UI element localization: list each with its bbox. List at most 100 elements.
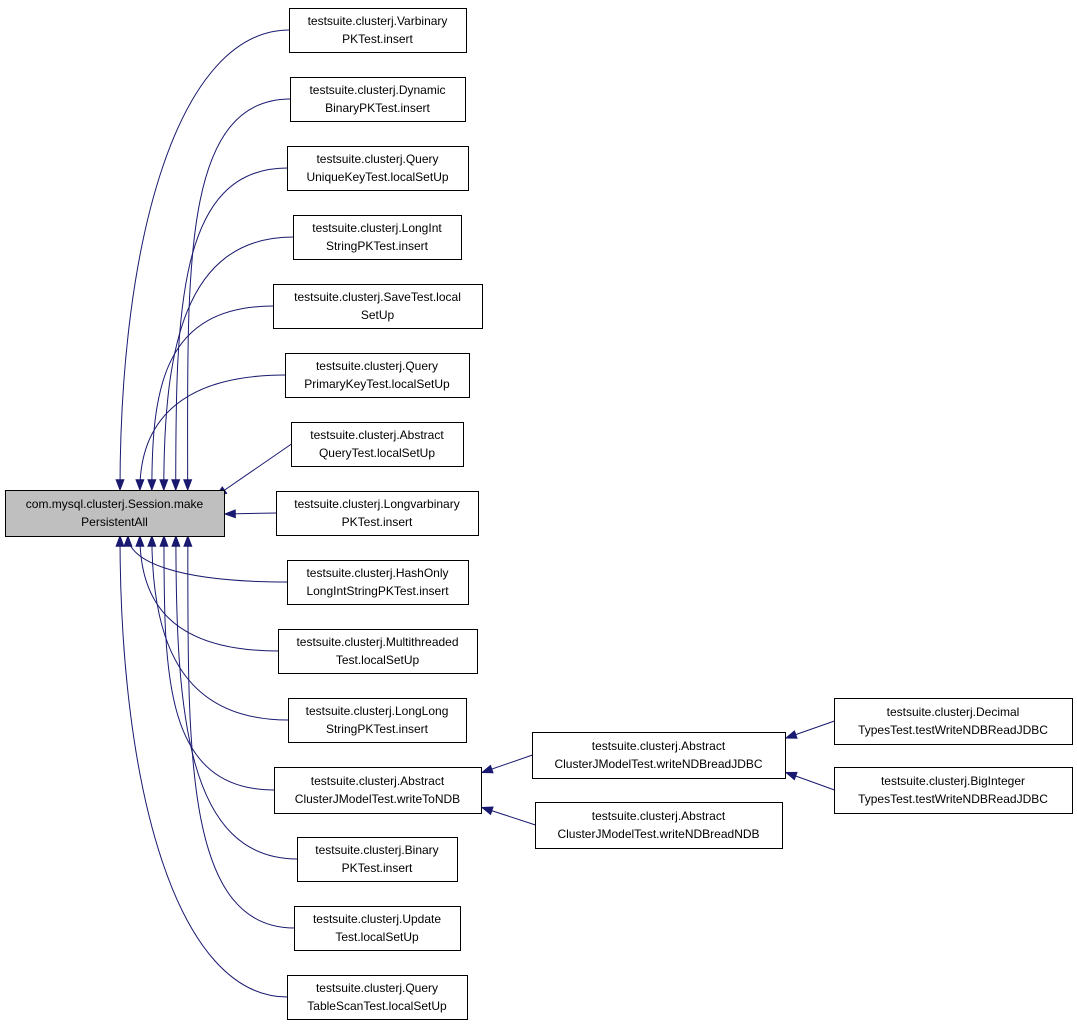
edge-n12-to-root (159, 534, 275, 791)
node-n9[interactable]: testsuite.clusterj.HashOnlyLongIntString… (287, 560, 469, 605)
edge-arrowhead (159, 479, 169, 492)
node-box (834, 698, 1073, 745)
edge-n8-to-root (223, 509, 277, 519)
edge-arrowhead (147, 534, 157, 547)
node-label-line: BinaryPKTest.insert (325, 101, 430, 115)
node-box (294, 906, 461, 951)
edge-n11-to-root (147, 534, 289, 721)
node-label-line: testsuite.clusterj.LongLong (306, 704, 449, 718)
node-n3[interactable]: testsuite.clusterj.QueryUniqueKeyTest.lo… (287, 146, 469, 191)
node-label-line: testsuite.clusterj.Abstract (592, 809, 726, 823)
node-n1[interactable]: testsuite.clusterj.VarbinaryPKTest.inser… (289, 8, 467, 53)
edge-line (215, 443, 292, 497)
node-n4[interactable]: testsuite.clusterj.LongIntStringPKTest.i… (293, 215, 462, 260)
edge-n4-to-root (159, 236, 294, 492)
node-n8[interactable]: testsuite.clusterj.LongvarbinaryPKTest.i… (276, 491, 479, 536)
edge-line (187, 98, 291, 491)
edge-n17-to-n12 (480, 806, 536, 826)
node-label-line: LongIntStringPKTest.insert (306, 584, 449, 598)
node-n2[interactable]: testsuite.clusterj.DynamicBinaryPKTest.i… (290, 77, 466, 122)
edge-arrowhead (115, 534, 125, 547)
node-label-line: SetUp (361, 308, 395, 322)
node-box (290, 77, 466, 122)
node-root[interactable]: com.mysql.clusterj.Session.makePersisten… (5, 490, 225, 537)
node-label-line: QueryTest.localSetUp (319, 446, 435, 460)
node-box (535, 802, 783, 849)
edge-n19-to-n16 (784, 771, 835, 791)
node-label-line: testsuite.clusterj.Update (313, 912, 441, 926)
node-label-line: testsuite.clusterj.Multithreaded (296, 635, 458, 649)
node-label-line: Test.localSetUp (336, 653, 420, 667)
node-label-line: PKTest.insert (342, 861, 413, 875)
node-label-line: testsuite.clusterj.Query (316, 981, 438, 995)
node-label-line: testsuite.clusterj.Abstract (592, 739, 726, 753)
node-label-line: StringPKTest.insert (326, 239, 429, 253)
node-n6[interactable]: testsuite.clusterj.QueryPrimaryKeyTest.l… (285, 353, 470, 398)
edge-line (175, 167, 288, 491)
edge-line (187, 535, 295, 929)
edge-line (151, 535, 289, 721)
node-label-line: testsuite.clusterj.Query (316, 152, 438, 166)
node-label-line: testsuite.clusterj.HashOnly (306, 566, 448, 580)
edge-arrowhead (480, 764, 494, 774)
edge-n5-to-root (147, 305, 274, 492)
node-label-line: testsuite.clusterj.Binary (315, 843, 438, 857)
edge-n6-to-root (135, 374, 286, 492)
edge-arrowhead (147, 479, 157, 492)
node-n7[interactable]: testsuite.clusterj.AbstractQueryTest.loc… (291, 422, 464, 467)
edge-arrowhead (171, 479, 181, 492)
node-n11[interactable]: testsuite.clusterj.LongLongStringPKTest.… (288, 698, 467, 743)
node-label-line: StringPKTest.insert (326, 722, 429, 736)
edge-line (119, 29, 290, 491)
edge-line (139, 535, 279, 652)
edge-line (163, 535, 275, 791)
node-label-line: Test.localSetUp (335, 930, 419, 944)
edge-n15-to-root (115, 534, 288, 998)
edge-arrowhead (135, 479, 145, 492)
node-n10[interactable]: testsuite.clusterj.MultithreadedTest.loc… (278, 629, 478, 674)
node-n12[interactable]: testsuite.clusterj.AbstractClusterJModel… (274, 767, 482, 814)
node-n5[interactable]: testsuite.clusterj.SaveTest.localSetUp (273, 284, 483, 329)
edge-n1-to-root (115, 29, 290, 492)
edge-arrowhead (183, 534, 193, 547)
edge-n16-to-n12 (480, 754, 533, 774)
edge-n2-to-root (183, 98, 291, 492)
edge-line (163, 236, 294, 491)
node-box (5, 490, 225, 537)
node-box (532, 732, 786, 779)
node-label-line: PKTest.insert (342, 32, 413, 46)
node-label-line: testsuite.clusterj.Abstract (310, 428, 444, 442)
node-label-line: PersistentAll (81, 515, 148, 529)
edge-arrowhead (223, 509, 236, 519)
edge-arrowhead (784, 771, 798, 781)
node-label-line: testsuite.clusterj.Decimal (887, 705, 1020, 719)
node-box (287, 146, 469, 191)
node-n18[interactable]: testsuite.clusterj.DecimalTypesTest.test… (834, 698, 1073, 745)
node-label-line: PrimaryKeyTest.localSetUp (304, 377, 450, 391)
node-box (288, 698, 467, 743)
edge-arrowhead (183, 479, 193, 492)
node-label-line: PKTest.insert (342, 515, 413, 529)
node-label-line: testsuite.clusterj.Dynamic (309, 83, 445, 97)
node-label-line: testsuite.clusterj.BigInteger (881, 774, 1025, 788)
node-n15[interactable]: testsuite.clusterj.QueryTableScanTest.lo… (287, 975, 468, 1020)
edge-n18-to-n16 (784, 720, 835, 739)
edge-arrowhead (123, 534, 133, 547)
node-n16[interactable]: testsuite.clusterj.AbstractClusterJModel… (532, 732, 786, 779)
node-box (278, 629, 478, 674)
node-box (293, 215, 462, 260)
node-label-line: TableScanTest.localSetUp (307, 999, 447, 1013)
edge-line (151, 305, 274, 491)
node-label-line: testsuite.clusterj.SaveTest.local (294, 290, 461, 304)
edge-arrowhead (159, 534, 169, 547)
edge-line (119, 535, 288, 998)
node-n17[interactable]: testsuite.clusterj.AbstractClusterJModel… (535, 802, 783, 849)
edge-layer (115, 29, 835, 998)
edge-arrowhead (135, 534, 145, 547)
edge-line (139, 374, 286, 491)
node-n19[interactable]: testsuite.clusterj.BigIntegerTypesTest.t… (834, 767, 1073, 814)
node-n13[interactable]: testsuite.clusterj.BinaryPKTest.insert (297, 837, 458, 882)
node-label-line: ClusterJModelTest.writeNDBreadNDB (557, 827, 759, 841)
node-label-line: testsuite.clusterj.Varbinary (308, 14, 448, 28)
